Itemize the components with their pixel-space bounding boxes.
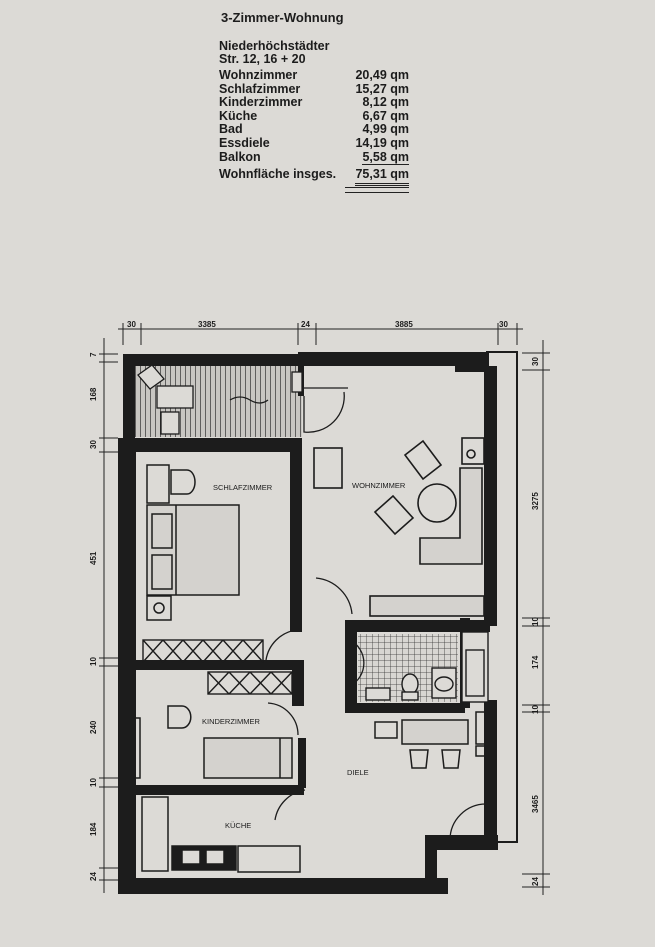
dim-left-7: 10 <box>89 778 98 787</box>
dim-left-4: 451 <box>89 551 98 565</box>
area-row-balkon: Balkon 5,58 qm <box>219 149 409 165</box>
dim-top-4: 3885 <box>395 320 413 329</box>
dim-left-9: 24 <box>89 872 98 881</box>
dim-right-7: 24 <box>531 877 540 886</box>
balcony-parapet <box>123 354 301 366</box>
area-value: 8,12 qm <box>362 95 409 110</box>
dim-top-1: 30 <box>127 320 136 329</box>
balcony-furniture <box>137 364 303 435</box>
area-total-row: Wohnfläche insges. 75,31 qm <box>219 167 409 194</box>
area-value: 6,67 qm <box>362 108 409 123</box>
room-label-diele: DIELE <box>347 768 369 777</box>
address-line-2: Str. 12, 16 + 20 <box>219 52 306 66</box>
dim-top-3: 24 <box>301 320 310 329</box>
dim-left-1: 7 <box>89 352 98 357</box>
area-value: 4,99 qm <box>362 122 409 137</box>
area-name: Bad <box>219 122 243 137</box>
area-total-label: Wohnfläche insges. <box>219 167 337 182</box>
area-name: Schlafzimmer <box>219 81 301 96</box>
dim-right-1: 30 <box>531 357 540 366</box>
dim-left-8: 184 <box>89 822 98 836</box>
room-label-kueche: KÜCHE <box>225 821 251 830</box>
area-row-kinderzimmer: Kinderzimmer 8,12 qm <box>219 95 409 109</box>
dimension-lines <box>99 323 550 895</box>
dim-right-6: 3465 <box>531 795 540 813</box>
area-total-value: 75,31 qm <box>355 167 409 187</box>
kitchen-counter <box>141 796 301 873</box>
wohnzimmer-furniture <box>313 437 485 617</box>
bathroom-fixtures <box>365 631 489 703</box>
room-label-kinderzimmer: KINDERZIMMER <box>202 717 261 726</box>
area-name: Kinderzimmer <box>219 95 303 110</box>
outer-facade-line <box>486 351 518 843</box>
door-swings <box>265 387 487 841</box>
area-row-bad: Bad 4,99 qm <box>219 122 409 136</box>
dim-left-6: 240 <box>89 720 98 734</box>
area-row-essdiele: Essdiele 14,19 qm <box>219 136 409 150</box>
dim-top-2: 3385 <box>198 320 216 329</box>
dim-right-4: 174 <box>531 655 540 669</box>
area-value: 20,49 qm <box>355 68 409 82</box>
address-line-1: Niederhöchstädter <box>219 39 330 53</box>
kinderzimmer-furniture <box>125 705 293 779</box>
plan-title: 3-Zimmer-Wohnung <box>221 10 344 25</box>
area-name: Wohnzimmer <box>219 68 298 82</box>
dim-left-2: 168 <box>89 387 98 401</box>
area-name: Essdiele <box>219 135 270 150</box>
wardrobe-cross-pattern <box>142 639 293 695</box>
area-row-wohnzimmer: Wohnzimmer 20,49 qm <box>219 68 409 82</box>
area-name: Küche <box>219 108 258 123</box>
dim-left-5: 10 <box>89 657 98 666</box>
room-label-wohnzimmer: WOHNZIMMER <box>352 481 406 490</box>
area-row-schlafzimmer: Schlafzimmer 15,27 qm <box>219 82 409 96</box>
dim-right-5: 10 <box>531 705 540 714</box>
balcony-outer-wall <box>123 354 135 438</box>
dim-top-5: 30 <box>499 320 508 329</box>
room-label-schlafzimmer: SCHLAFZIMMER <box>213 483 273 492</box>
area-value: 14,19 qm <box>355 135 409 150</box>
dim-right-3: 10 <box>531 617 540 626</box>
area-value: 15,27 qm <box>355 81 409 96</box>
dim-right-2: 3275 <box>531 492 540 510</box>
area-name: Balkon <box>219 149 261 164</box>
area-value: 5,58 qm <box>362 149 409 165</box>
dim-left-3: 30 <box>89 440 98 449</box>
schlafzimmer-furniture <box>146 464 240 621</box>
area-row-kueche: Küche 6,67 qm <box>219 109 409 123</box>
total-double-underline <box>345 187 409 194</box>
dining-furniture <box>374 711 493 769</box>
